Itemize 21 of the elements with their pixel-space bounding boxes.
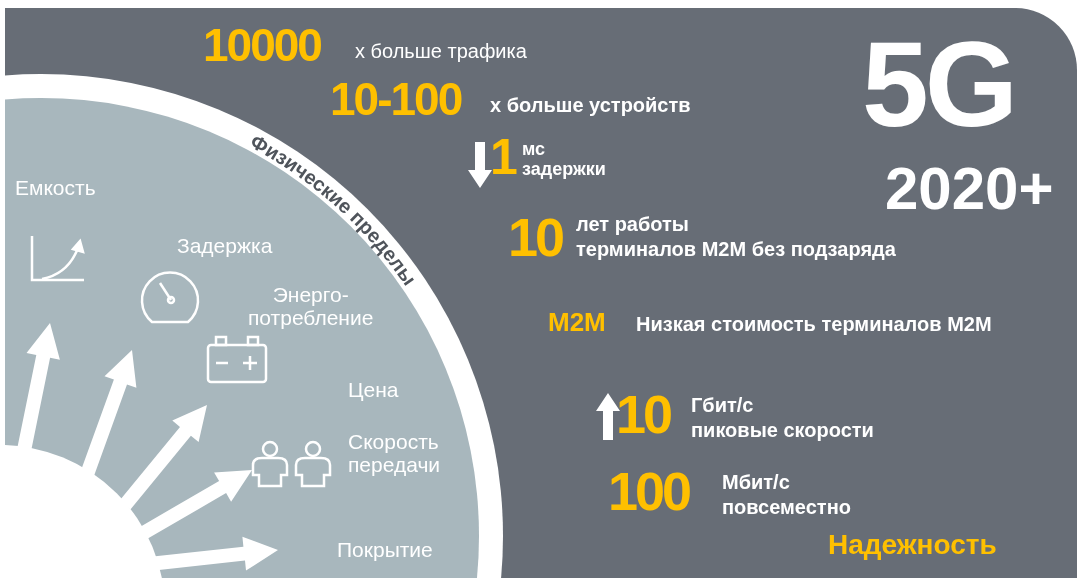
highlight-label: Надежность — [828, 530, 997, 561]
stat-text: мс задержки — [522, 140, 606, 180]
category-label: Покрытие — [337, 538, 433, 562]
stat-text: Мбит/с повсеместно — [722, 470, 851, 520]
stat-text: х больше устройств — [490, 94, 691, 116]
stat-text: Низкая стоимость терминалов M2M — [636, 313, 992, 335]
stat-number: M2M — [548, 308, 606, 337]
stat-number: 10 — [508, 208, 563, 268]
stat-number: 100 — [608, 462, 690, 522]
title: 5G — [862, 18, 1015, 150]
stat-text: х больше трафика — [355, 40, 527, 62]
stat-text: Гбит/с пиковые скорости — [691, 393, 874, 443]
category-label: Цена — [348, 378, 399, 402]
category-label: Емкость — [15, 176, 96, 200]
category-label: Скорость передачи — [348, 430, 441, 477]
stat-number: 1 — [490, 130, 518, 185]
stat-number: 10-100 — [330, 74, 462, 125]
category-label: Задержка — [177, 234, 273, 258]
stat-number: 10 — [616, 385, 671, 445]
stat-number: 10000 — [203, 20, 321, 71]
category-label: Энерго- потребление — [248, 283, 374, 330]
